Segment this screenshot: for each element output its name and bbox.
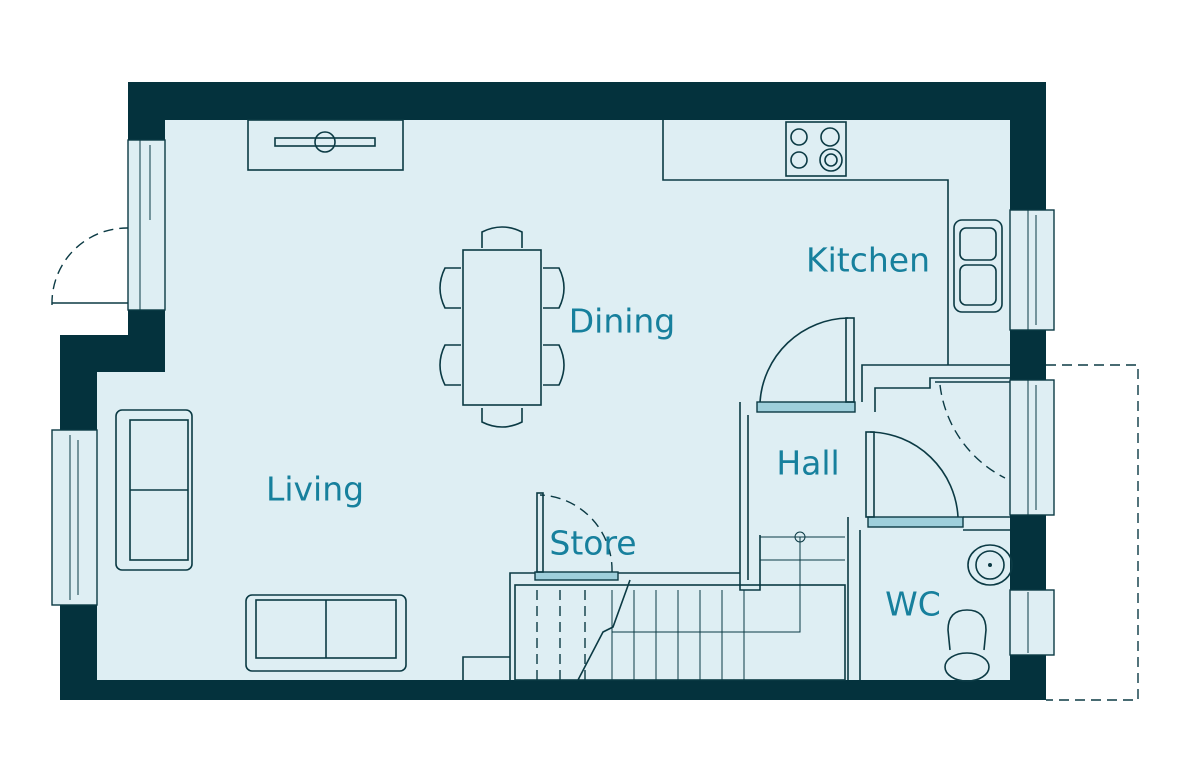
room-label-store: Store <box>549 523 637 563</box>
entry-door-swing <box>51 227 129 306</box>
room-label-kitchen: Kitchen <box>805 240 931 280</box>
hob <box>785 121 847 177</box>
room-label-dining: Dining <box>568 301 676 341</box>
room-label-hall: Hall <box>776 443 840 483</box>
dining-table <box>439 226 565 428</box>
room-label-wc: WC <box>885 584 941 624</box>
external-walls <box>60 82 1046 700</box>
sink <box>953 219 1003 313</box>
room-label-living: Living <box>265 469 365 509</box>
internal-walls <box>462 364 1010 680</box>
staircase <box>514 531 846 681</box>
windows <box>51 139 1055 656</box>
tv-unit <box>247 119 404 171</box>
doors <box>534 317 1010 581</box>
kitchen-counter <box>662 120 949 365</box>
wc-fixtures <box>944 544 1013 682</box>
floor-area <box>97 120 1010 680</box>
sofa-bottom <box>245 594 407 672</box>
garden-outline <box>1046 364 1139 701</box>
sofa-left <box>115 409 193 571</box>
